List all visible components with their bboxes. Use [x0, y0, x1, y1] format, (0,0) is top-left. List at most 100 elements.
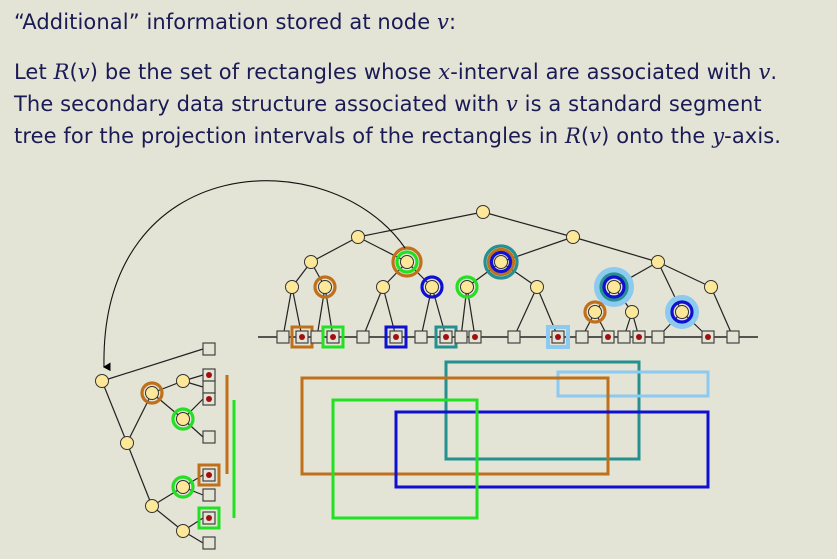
- leaf-edge: [513, 286, 538, 338]
- tree-leaf: [454, 330, 468, 344]
- secondary-node: [120, 436, 134, 450]
- tree-node: [566, 230, 580, 244]
- tree-edge: [657, 261, 712, 288]
- leaf-marker-dot: [330, 334, 336, 340]
- blue-halo: [420, 275, 444, 299]
- teal-halo: [599, 272, 629, 302]
- blue-halo: [602, 275, 626, 299]
- orange-halo: [486, 247, 516, 277]
- blue-rectangle: [394, 410, 710, 489]
- secondary-node: [95, 374, 109, 388]
- secondary-edge: [126, 392, 153, 444]
- green-rectangle: [331, 398, 479, 520]
- tree-node: [304, 255, 318, 269]
- blue-halo: [670, 300, 694, 324]
- var-y: y: [712, 124, 725, 148]
- secondary-leaf: [202, 430, 216, 444]
- lightblue-halo: [665, 295, 699, 329]
- secondary-edge: [101, 380, 128, 444]
- var-R: R: [53, 60, 70, 84]
- blue-leaf-frame: [384, 325, 408, 349]
- tree-leaf: [414, 330, 428, 344]
- secondary-leaf: [202, 536, 216, 550]
- leaf-marker-dot: [393, 334, 399, 340]
- tree-node: [351, 230, 365, 244]
- secondary-leaf: [202, 342, 216, 356]
- paragraph-line-3: tree for the projection intervals of the…: [14, 124, 782, 148]
- tree-leaf: [726, 330, 740, 344]
- green-halo: [171, 475, 195, 499]
- tree-node: [704, 280, 718, 294]
- tree-edge: [482, 211, 574, 238]
- tree-node: [588, 305, 602, 319]
- teal-halo: [483, 244, 519, 280]
- leaf-marker-dot: [555, 334, 561, 340]
- orange-halo: [140, 381, 164, 405]
- tree-leaf: [310, 330, 324, 344]
- green-halo: [395, 250, 419, 274]
- leaf-marker-dot: [206, 472, 212, 478]
- tree-node: [425, 280, 439, 294]
- orange-leaf-frame: [197, 463, 221, 487]
- leaf-marker-dot: [605, 334, 611, 340]
- leaf-marker-dot: [206, 515, 212, 521]
- tree-leaf: [276, 330, 290, 344]
- lightblue-leaf-frame: [546, 325, 570, 349]
- secondary-node: [145, 499, 159, 513]
- var-v: v: [505, 92, 518, 116]
- tree-node: [285, 280, 299, 294]
- leaf-marker-dot: [206, 372, 212, 378]
- association-arrow: [102, 180, 406, 372]
- secondary-node: [176, 524, 190, 538]
- green-halo: [171, 407, 195, 431]
- secondary-edge: [126, 442, 153, 507]
- tree-node: [625, 305, 639, 319]
- leaf-marker-dot: [472, 334, 478, 340]
- tree-leaves: [197, 325, 740, 550]
- leaf-marker-dot: [299, 334, 305, 340]
- tree-node: [651, 255, 665, 269]
- leaf-edge: [382, 286, 397, 338]
- tree-nodes: [95, 205, 718, 538]
- secondary-node: [145, 386, 159, 400]
- leaf-edge: [282, 286, 293, 338]
- tree-edge: [572, 236, 659, 263]
- secondary-leaf: [202, 380, 216, 394]
- secondary-node: [176, 412, 190, 426]
- tree-leaf: [575, 330, 589, 344]
- tree-edge: [466, 261, 502, 288]
- green-leaf-frame: [197, 506, 221, 530]
- tree-node: [607, 280, 621, 294]
- tree-leaf: [356, 330, 370, 344]
- var-v: v: [758, 60, 771, 84]
- tree-edge: [310, 236, 359, 263]
- tree-node: [400, 255, 414, 269]
- leaf-marker-dot: [705, 334, 711, 340]
- secondary-node: [176, 480, 190, 494]
- annotations: [102, 180, 406, 518]
- tree-edge: [357, 211, 484, 238]
- tree-leaf: [507, 330, 521, 344]
- tree-node: [376, 280, 390, 294]
- heading: “Additional” information stored at node …: [14, 10, 457, 34]
- leaf-marker-dot: [206, 396, 212, 402]
- var-v: v: [437, 10, 449, 34]
- blue-halo: [489, 250, 513, 274]
- paragraph-line-1: Let R(v) be the set of rectangles whose …: [14, 60, 778, 84]
- var-R: R: [564, 124, 581, 148]
- tree-node: [494, 255, 508, 269]
- leaf-marker-dot: [443, 334, 449, 340]
- leaf-edge: [362, 286, 384, 338]
- orange-rectangle: [300, 376, 610, 476]
- secondary-leaf: [202, 488, 216, 502]
- secondary-leaf-edge: [101, 348, 204, 382]
- orange-halo: [583, 300, 607, 324]
- tree-node: [675, 305, 689, 319]
- tree-node: [460, 280, 474, 294]
- paragraph-line-2: The secondary data structure associated …: [14, 92, 762, 116]
- lightblue-halo: [594, 267, 634, 307]
- tree-leaf: [617, 330, 631, 344]
- leaf-edge: [460, 286, 468, 338]
- green-leaf-frame: [321, 325, 345, 349]
